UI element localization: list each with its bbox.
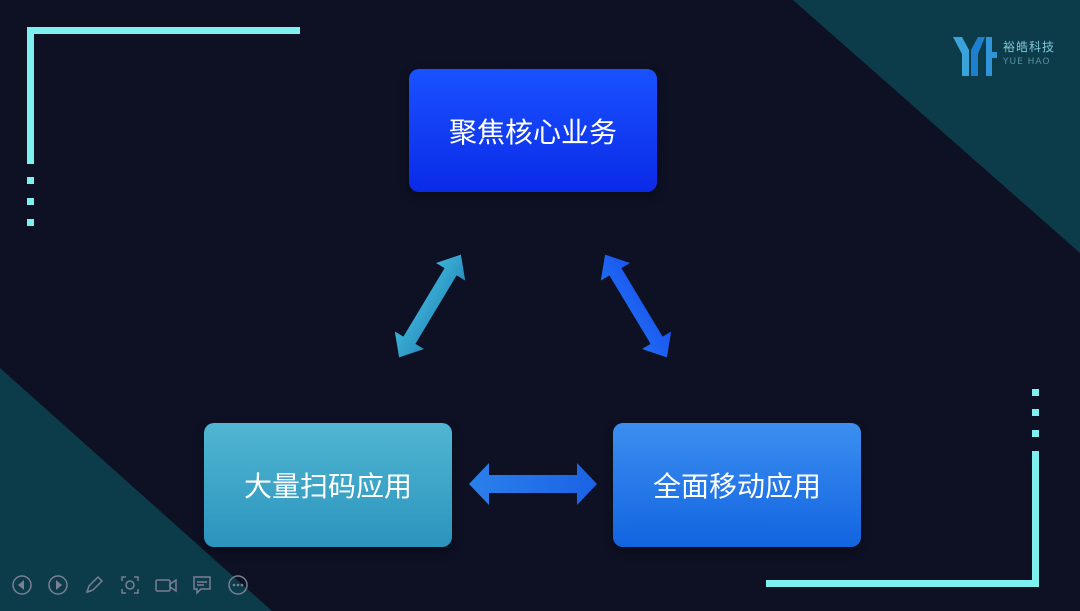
next-icon: [48, 575, 68, 595]
next-slide-button[interactable]: [40, 572, 76, 598]
box-mass-scan-app: 大量扫码应用: [204, 423, 452, 547]
box-right-label: 全面移动应用: [652, 470, 821, 503]
box-full-mobile-app: 全面移动应用: [613, 423, 861, 547]
arrow-top-left: [394, 254, 466, 358]
screenshot-button[interactable]: [112, 572, 148, 598]
pen-icon: [85, 575, 104, 594]
camera-icon: [155, 578, 177, 593]
pen-tool-button[interactable]: [76, 572, 112, 598]
logo-name-cn: 裕皓科技: [1003, 40, 1056, 54]
bottom-right-frame: [766, 389, 1039, 587]
company-logo: [953, 37, 997, 76]
box-left-label: 大量扫码应用: [243, 470, 412, 503]
more-icon: [228, 575, 248, 595]
top-right-corner-shape: [793, 0, 1080, 253]
prev-icon: [12, 575, 32, 595]
logo-name-en: YUE HAO: [1003, 57, 1051, 67]
top-left-frame: [27, 27, 300, 226]
bottom-left-corner-shape: [0, 368, 272, 611]
presentation-toolbar: [4, 572, 256, 598]
arrow-top-right: [600, 254, 672, 358]
arrow-bottom: [469, 463, 597, 505]
prev-slide-button[interactable]: [4, 572, 40, 598]
more-options-button[interactable]: [220, 572, 256, 598]
box-focus-core-business: 聚焦核心业务: [409, 69, 657, 192]
screenshot-icon: [121, 576, 139, 594]
notes-icon: [193, 576, 211, 595]
box-top-label: 聚焦核心业务: [448, 115, 617, 149]
notes-button[interactable]: [184, 572, 220, 598]
camera-button[interactable]: [148, 572, 184, 598]
